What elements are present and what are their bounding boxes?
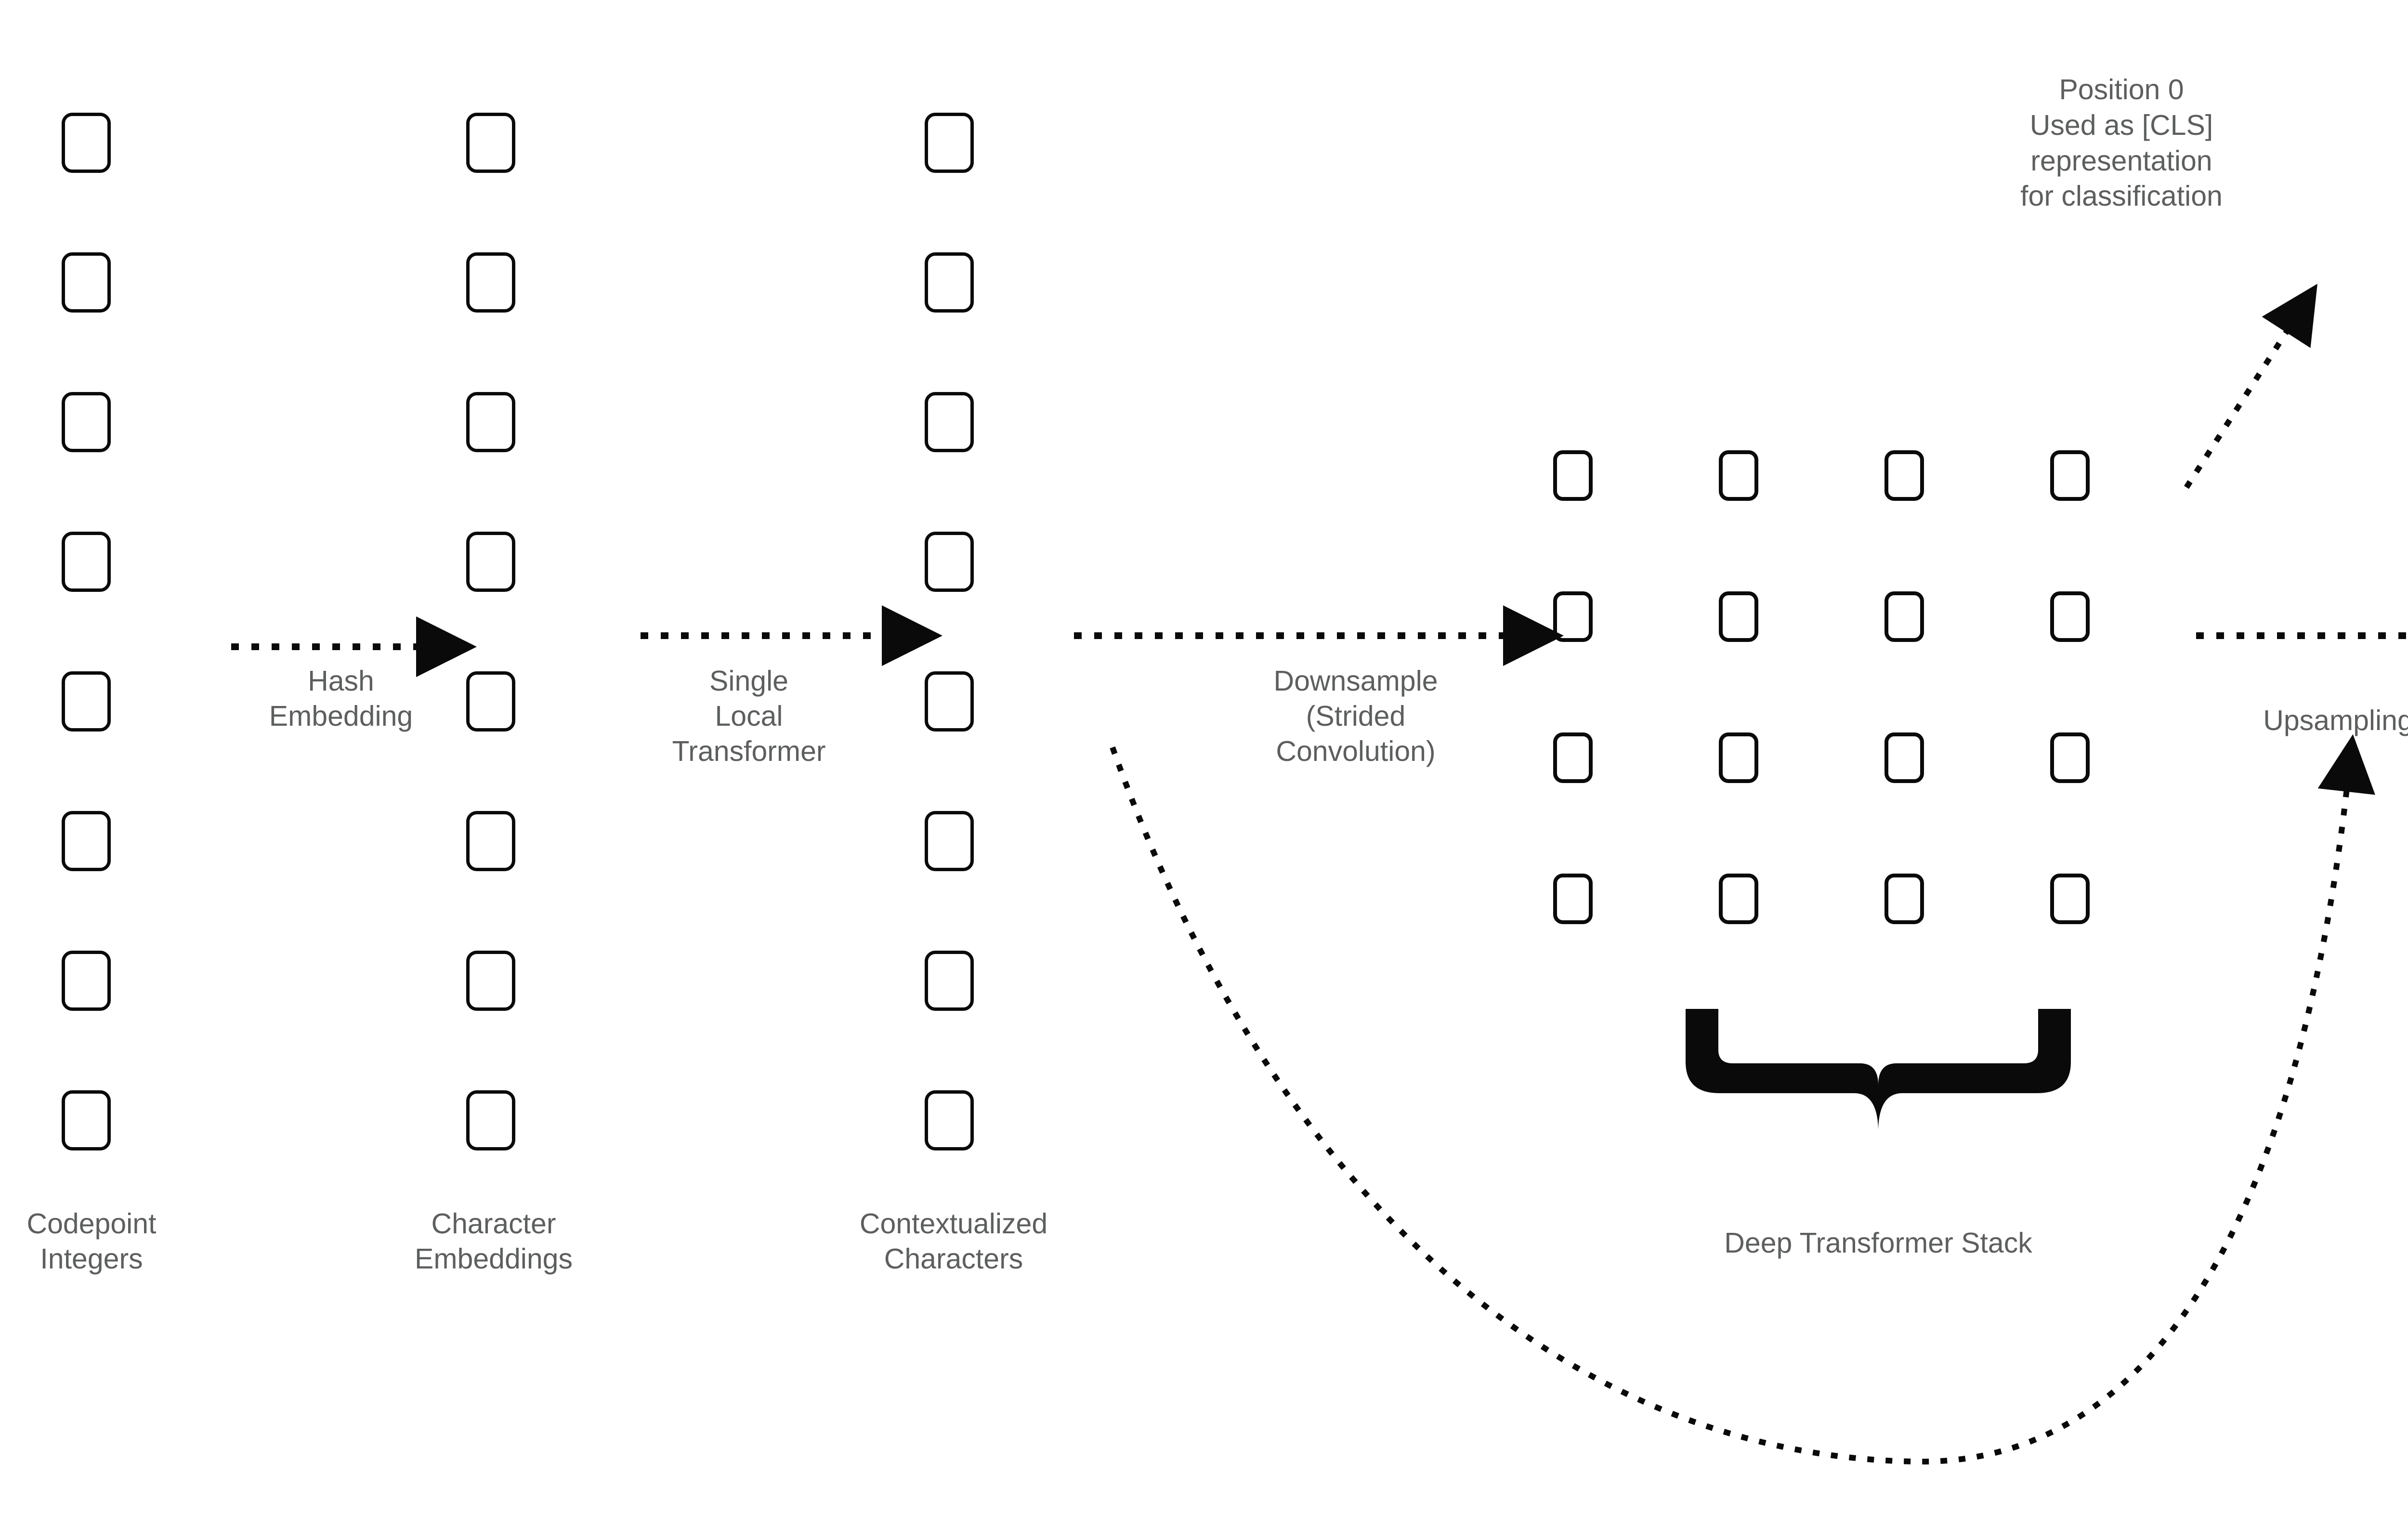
underbrace-icon [1666,1009,2090,1151]
transformer-cell [1885,874,1924,924]
vector-cell [62,951,111,1011]
transformer-cell [1719,450,1758,501]
vector-cell [466,671,515,732]
vector-cell [925,951,974,1011]
transformer-cell [1553,591,1593,642]
transformer-cell [1719,591,1758,642]
vector-cell [62,1090,111,1150]
column-codepoint-integers [62,113,111,1150]
step-label-downsample: Downsample (Strided Convolution) [1273,665,1438,768]
transformer-cell [1719,732,1758,783]
transformer-cell [2050,874,2090,924]
transformer-cell-position-0 [2050,450,2090,501]
vector-cell [925,1090,974,1150]
vector-cell [925,113,974,173]
column-character-embeddings [466,113,515,1150]
arrow-cls-pointer [2184,284,2317,489]
vector-cell [466,392,515,452]
vector-cell [62,671,111,732]
transformer-cell [2050,732,2090,783]
vector-cell [466,951,515,1011]
transformer-cell [1553,732,1593,783]
column-contextualized-characters [925,113,974,1150]
vector-cell [466,113,515,173]
step-label-hash-embedding: Hash Embedding [269,665,413,732]
vector-cell [62,811,111,871]
caption-deep-transformer-stack: Deep Transformer Stack [1724,1227,2032,1259]
vector-cell [62,252,111,313]
caption-contextualized-characters: Contextualized Characters [859,1208,1048,1275]
vector-cell [925,811,974,871]
transformer-cell [2050,591,2090,642]
transformer-cell [1885,450,1924,501]
caption-character-embeddings: Character Embeddings [415,1208,573,1275]
vector-cell [466,1090,515,1150]
vector-cell [466,811,515,871]
deep-transformer-stack-grid [1553,450,2090,924]
vector-cell [62,113,111,173]
vector-cell [466,532,515,592]
annotation-cls-note: Position 0 Used as [CLS] representation … [2020,74,2223,212]
transformer-cell [1885,732,1924,783]
transformer-cell [1885,591,1924,642]
vector-cell [62,532,111,592]
caption-concatenated-representations: Concatenated Representations [2389,1206,2408,1277]
transformer-cell [1553,450,1593,501]
step-label-upsampling: Upsampling [2263,705,2408,736]
vector-cell [925,671,974,732]
vector-cell [925,252,974,313]
transformer-cell [1719,874,1758,924]
vector-cell [62,392,111,452]
transformer-cell [1553,874,1593,924]
step-label-single-local-transformer: Single Local Transformer [672,665,826,768]
vector-cell [466,252,515,313]
caption-codepoint-integers: Codepoint Integers [26,1208,157,1275]
vector-cell [925,392,974,452]
vector-cell [925,532,974,592]
